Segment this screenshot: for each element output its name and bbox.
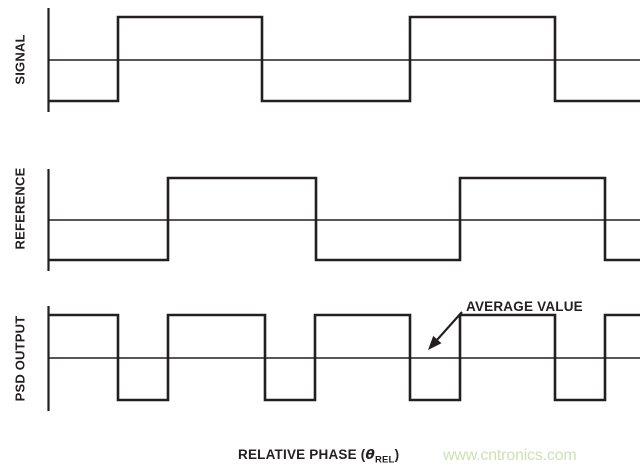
x-axis-title-main: RELATIVE PHASE ( bbox=[238, 447, 366, 462]
signal-waveform bbox=[48, 15, 640, 103]
signal-axis-label: SIGNAL bbox=[12, 34, 28, 85]
signal-trace-group bbox=[47, 8, 640, 112]
average-value-annotation-label: AVERAGE VALUE bbox=[466, 299, 583, 314]
reference-waveform bbox=[48, 176, 640, 262]
reference-trace-group bbox=[47, 169, 640, 271]
psd-output-waveform bbox=[48, 313, 640, 402]
x-axis-title-theta-symbol: θ bbox=[365, 447, 375, 463]
psd-output-trace-group bbox=[47, 306, 640, 411]
reference-axis-label: REFERENCE bbox=[12, 167, 28, 250]
x-axis-title: RELATIVE PHASE (θREL) bbox=[238, 447, 399, 466]
watermark-text: www.cntronics.com bbox=[443, 447, 577, 464]
x-axis-title-subscript: REL bbox=[374, 454, 395, 466]
x-axis-title-close-paren: ) bbox=[394, 447, 400, 462]
average-value-arrow-icon bbox=[428, 311, 463, 350]
psd-output-axis-label: PSD OUTPUT bbox=[12, 315, 28, 402]
